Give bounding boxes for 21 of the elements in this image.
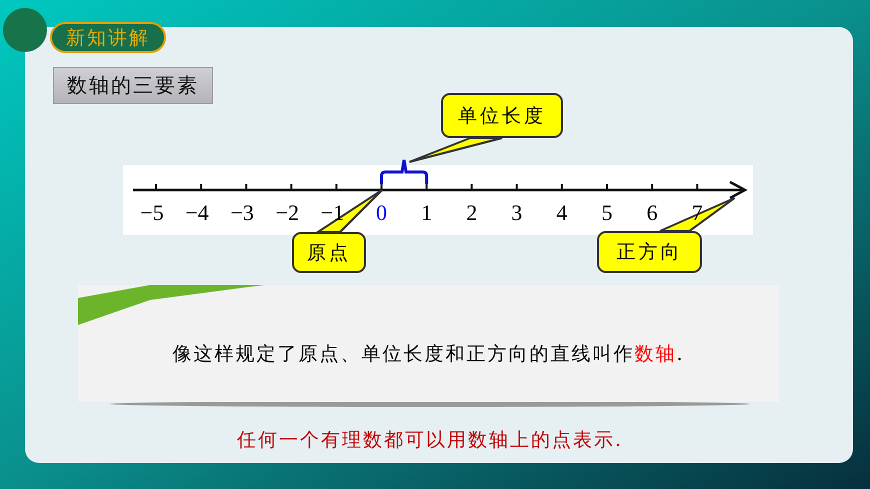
tick-label: −1 [320, 201, 346, 225]
text-panel: 像这样规定了原点、单位长度和正方向的直线叫作数轴. [78, 285, 779, 402]
tick-label: 5 [600, 201, 614, 225]
tick-label: 3 [510, 201, 524, 225]
tick-label: 2 [465, 201, 478, 225]
tick-label: 1 [420, 201, 434, 225]
heading-box: 数轴的三要素 [53, 67, 213, 104]
tick-label: 0 [375, 201, 388, 225]
tick-label: −2 [274, 201, 300, 225]
note-text: 任何一个有理数都可以用数轴上的点表示. [236, 428, 624, 453]
number-line-axis [133, 180, 748, 200]
brace [380, 158, 428, 184]
tick-label: −3 [229, 201, 255, 225]
tick-label: −5 [139, 201, 165, 225]
tick-label: 4 [555, 201, 568, 225]
leader-line [339, 189, 383, 233]
section-tag: 新知讲解 [50, 22, 166, 53]
tick-label: 6 [646, 201, 659, 225]
callout-bubble: 正方向 [597, 231, 702, 273]
callout-bubble: 原点 [292, 232, 366, 273]
tick-label: −4 [184, 201, 210, 225]
